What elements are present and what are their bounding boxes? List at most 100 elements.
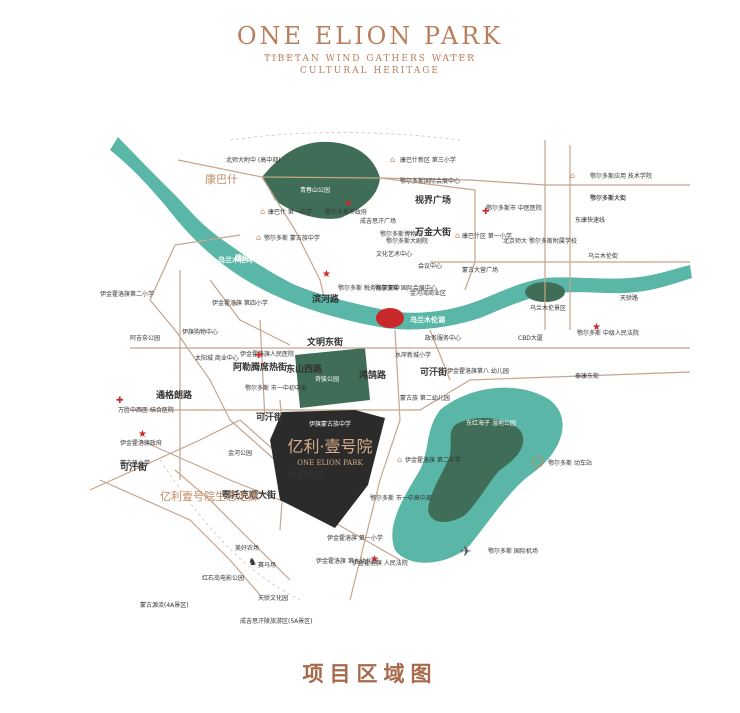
poi-menggu-yuanliu: 蒙古源流(4A景区) xyxy=(140,601,189,609)
road-label-ordos-dajie: 鄂尔多斯大街 xyxy=(590,194,626,202)
star-icon: ★ xyxy=(370,554,379,565)
road-label-ertuokeshun: 鄂托克顺大街 xyxy=(222,489,276,501)
road-label-dongkang: 东康快速线 xyxy=(575,216,605,224)
poi-donghongyi: 东红海子 湿地公园 xyxy=(466,419,516,427)
school-icon: ⌂ xyxy=(232,298,237,307)
hospital-icon: ✚ xyxy=(116,396,124,406)
poi-jinhe-wan: 金河湾商业区 xyxy=(410,289,446,297)
map-title: ONE ELION PARK xyxy=(236,22,504,50)
school-icon: ⌂ xyxy=(397,455,402,464)
road-label-jianshe: 建设街 xyxy=(235,253,256,262)
school-icon: ⌂ xyxy=(390,155,395,164)
hospital-icon: ✚ xyxy=(255,351,263,361)
road-label-wanjin: 万金大街 xyxy=(414,226,451,238)
road-label-shiji: 世纪大道 xyxy=(288,469,324,481)
poi-kbs-diyixiaoxue: 康巴什区 第一小学 xyxy=(462,232,512,240)
airplane-icon: ✈ xyxy=(460,544,472,560)
road-label-wulan-river: 乌兰木伦河 xyxy=(218,255,253,264)
road-label-wulan-lake: 乌兰木伦湖 xyxy=(410,315,445,324)
poi-yijin-jiuyou: 伊金霍洛旗 第九幼儿园 xyxy=(316,557,378,565)
poi-ordos-center: 鄂尔多斯国际会展中心 xyxy=(400,177,460,185)
poi-jinhe-gongyuan: 金河公园 xyxy=(228,449,252,457)
school-icon: ⌂ xyxy=(260,207,265,216)
poi-qichun-gongyuan: 奇骏公园 xyxy=(315,375,339,383)
school-icon: ⌂ xyxy=(256,233,261,242)
poi-ordos-dajuyuan: 鄂尔多斯大剧院 xyxy=(386,237,428,245)
project-school-badge: 伊旗蒙古族中学 xyxy=(309,420,351,428)
poi-yijin-diyixiaoxue: 伊金霍洛旗 第一小学 xyxy=(327,534,383,542)
poi-ordos-yizhong-gaozhong: 鄂尔多斯 市一中高中部 xyxy=(370,494,432,502)
poi-tianjiao-wenhua: 天骄文化园 xyxy=(258,594,288,602)
road-label-hongyan: 鸿鹄路 xyxy=(359,369,387,381)
poi-ordos-shizhengfu: 鄂尔多斯市政府 xyxy=(325,208,367,216)
poi-meihao-nongchang: 美好农场 xyxy=(235,544,259,552)
school-icon: ⌂ xyxy=(455,231,460,240)
poi-taiyang-shangye: 太阳城 商业中心 xyxy=(195,354,239,362)
road-label-tianjiao: 天骄路 xyxy=(620,294,638,302)
poi-yijin-dierxiao: 蒙古族 第二幼儿园 xyxy=(400,394,450,402)
poi-shijie-guangchang: 视界广场 xyxy=(415,194,451,206)
road-label-wenming: 文明东街 xyxy=(306,336,343,348)
road-label-tongge: 通格朗路 xyxy=(156,389,193,401)
poi-ordos-shiyizhong: 鄂尔多斯 市一中初中部 xyxy=(245,384,307,392)
road-label-kehan: 可汗街 xyxy=(256,411,283,423)
road-label-taikang: 泰康东街 xyxy=(575,372,599,380)
school-icon: ⌂ xyxy=(570,171,575,180)
poi-shuian-xuexiao: 水岸新城小学 xyxy=(395,351,431,359)
qichun-park xyxy=(295,348,370,408)
poi-hongshi-dian: 红石岛电影公园 xyxy=(202,574,244,582)
map-caption: 项目区域图 xyxy=(302,662,438,686)
poi-ordos-zhongji: 鄂尔多斯 中级人民法院 xyxy=(577,329,639,337)
road-label-dongshan: 东山西路 xyxy=(286,363,323,375)
road-label-binjiang: 滨江大道 xyxy=(265,261,293,270)
train-station-icon xyxy=(532,456,544,468)
road-label-kehan-east: 可汗街 xyxy=(420,366,447,378)
poi-yijin-dierzhong: 伊金霍洛旗 第二中学 xyxy=(405,456,461,464)
river xyxy=(110,137,692,330)
poi-yijin-zhengfu: 伊金霍洛旗政府 xyxy=(120,439,162,447)
poi-zhengwu-zhongxin: 政务服务中心 xyxy=(425,334,461,342)
project-name-en: ONE ELION PARK xyxy=(297,459,363,467)
poi-yiqi-gouwu: 伊旗购物中心 xyxy=(182,328,218,336)
poi-kbs-yizhong: 康巴什 第一中学 xyxy=(268,208,312,216)
poi-ordos-bowuguan: 鄂尔多斯博物馆 xyxy=(380,230,422,238)
poi-ajin-gongyuan: 阿吉奈公园 xyxy=(130,334,160,342)
project-name: 亿利·壹号院 xyxy=(287,437,372,456)
poi-beida-fuzhong: 北师大附中 (高中部) xyxy=(226,156,281,164)
poi-yijin-sixiao: 伊金霍洛旗 第四小学 xyxy=(212,299,268,307)
poi-saima-chang: 赛马场 xyxy=(258,561,276,569)
poi-beida-ordos: 北京师大 鄂尔多斯附属学校 xyxy=(503,237,577,245)
poi-wulan-jiudian: 乌兰木伦景区 xyxy=(530,304,566,312)
road-label-ahermeng: 阿勒腾席热街 xyxy=(233,361,287,373)
poi-qingchun-park: 青春山公园 xyxy=(300,186,330,194)
poi-wanlin-zhongxi: 万胜中西医 结合医院 xyxy=(118,406,174,414)
poi-ordos-dongche: 鄂尔多斯 动车站 xyxy=(548,459,592,467)
road-label-wulanmulun: 乌兰木伦街 xyxy=(588,252,618,260)
poi-huiyi-zhongxin: 会议中心 xyxy=(418,262,442,270)
poi-yijin-dibaxiao: 伊金霍洛旗第八 幼儿园 xyxy=(447,367,509,375)
star-icon: ★ xyxy=(138,429,147,440)
lake xyxy=(376,308,404,328)
poi-chengjisihan: 成吉思汗广场 xyxy=(360,217,396,225)
star-icon: ★ xyxy=(592,322,601,333)
map-subtitle-line1: TIBETAN WIND GATHERS WATER xyxy=(264,54,476,64)
hospital-icon: ✚ xyxy=(482,207,490,217)
star-icon: ★ xyxy=(344,198,353,209)
poi-cbd: CBD大厦 xyxy=(518,334,543,342)
poi-menggu-xiaoxue: 蒙古族小学 xyxy=(120,459,150,467)
poi-ordos-guoji: 鄂尔多斯 国际会展中心 xyxy=(375,284,437,292)
hospital-icons: ✚ ✚ ✚ xyxy=(116,207,490,406)
poi-chengjisihan-lingyuan: 成吉思汗陵旅游区(5A景区) xyxy=(240,617,313,625)
poi-ordos-menggu: 鄂尔多斯 蒙古族中学 xyxy=(264,234,320,242)
poi-ordos-dajie: 鄂尔多斯大街 xyxy=(590,194,626,202)
government-icons: ★ ★ ★ ★ ★ xyxy=(138,198,601,565)
poi-yijin-renmin-yiyuan: 伊金霍洛旗人民医院 xyxy=(240,350,294,358)
road-label-binhe: 滨河路 xyxy=(312,293,340,305)
poi-ordos-jichang: 鄂尔多斯 国际机场 xyxy=(488,547,538,555)
road-label-jingyu: 锦绣大道 xyxy=(340,261,368,270)
star-icon: ★ xyxy=(322,269,331,280)
poi-yijin-erxiao: 伊金霍洛旗第二小学 xyxy=(100,290,154,298)
poi-kbs-xuexiao: 康巴什新区 第三小学 xyxy=(400,156,456,164)
school-icons: ⌂ ⌂ ⌂ ⌂ ⌂ ⌂ ⌂ xyxy=(232,155,575,464)
